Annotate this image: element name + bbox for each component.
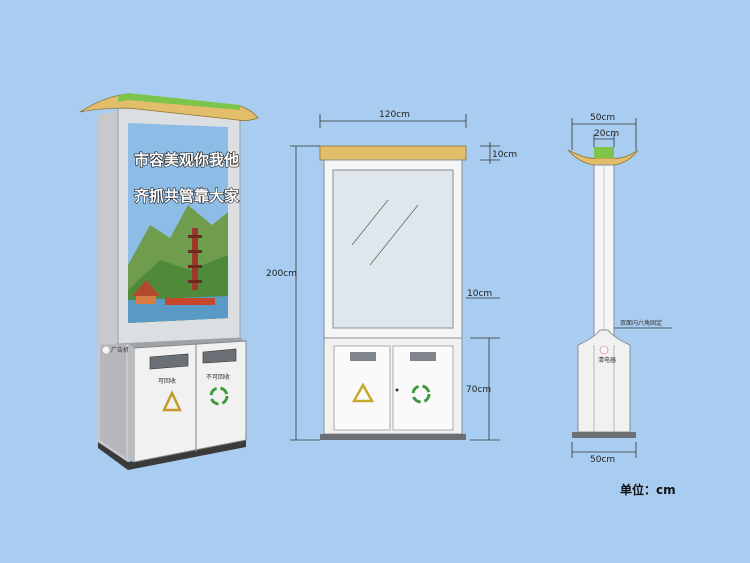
recyclable-label: 可回收	[158, 377, 176, 385]
front-roof	[319, 145, 467, 161]
recyclable-slot	[149, 353, 189, 370]
side-post-width-label: 20cm	[594, 129, 619, 139]
nonrecyclable-label: 不可回收	[206, 373, 230, 381]
side-pedal-label: 清电器	[598, 356, 616, 364]
front-base	[320, 434, 466, 440]
side-panel-shade	[100, 343, 126, 458]
side-light	[599, 345, 609, 355]
front-bin-height-label: 70cm	[466, 385, 491, 395]
nonrecyclable-slot	[202, 348, 237, 364]
front-slot-right	[410, 352, 436, 361]
side-bottom-width-label: 50cm	[590, 455, 615, 465]
front-height-label: 200cm	[266, 269, 297, 279]
recyclable-icon	[162, 390, 182, 412]
bin-cabinet-top	[128, 338, 246, 348]
poster-slogan-line2: 齐抓共管靠大家	[134, 187, 239, 205]
side-roof	[567, 149, 639, 166]
side-fixing-note: 双面内六角固定	[620, 319, 662, 327]
poster-slogan-line1: 市容美观你我他	[134, 151, 239, 169]
unit-label: 单位：cm	[620, 482, 676, 497]
side-bin-cabinet	[577, 329, 631, 433]
front-recyclable-icon	[351, 382, 375, 403]
front-frame-label: 10cm	[467, 289, 492, 299]
side-top-width-label: 50cm	[590, 113, 615, 123]
front-slot-left	[350, 352, 376, 361]
front-width-label: 120cm	[379, 110, 410, 120]
advertising-poster: 市容美观你我他 齐抓共管靠大家	[128, 123, 240, 323]
perspective-view: 市容美观你我他 齐抓共管靠大家 广告机 可回收 不可回收	[79, 93, 259, 470]
roof-green-trim	[118, 93, 240, 110]
pagoda-graphic	[188, 228, 202, 290]
bin-cabinet-side	[128, 344, 134, 462]
front-top-height-label: 10cm	[492, 150, 517, 160]
side-base	[572, 432, 636, 438]
side-roof-green	[594, 147, 614, 158]
side-light	[101, 345, 111, 355]
recycle-icon	[209, 386, 229, 406]
side-view: 50cm 20cm 清电器 双面内六角固定 50cm	[567, 113, 672, 465]
front-view: 120cm 10cm 10cm 200cm	[266, 110, 517, 441]
svg-text:广告机: 广告机	[111, 346, 129, 354]
front-glass	[332, 169, 454, 329]
front-recycle-icon	[411, 384, 431, 404]
